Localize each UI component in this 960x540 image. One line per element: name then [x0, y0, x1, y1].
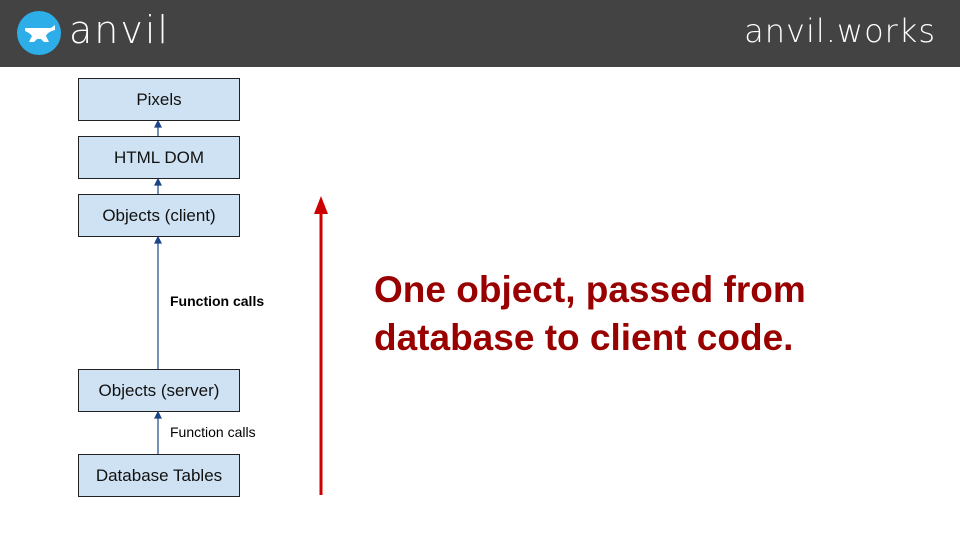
headline-line-2: database to client code.	[374, 317, 794, 358]
headline-line-1: One object, passed from	[374, 269, 806, 310]
box-html-dom: HTML DOM	[78, 136, 240, 179]
arrowhead	[154, 119, 162, 128]
label-function-calls-db: Function calls	[170, 424, 256, 440]
logo-text: anvil	[69, 8, 170, 52]
box-pixels: Pixels	[78, 78, 240, 121]
label-function-calls-client: Function calls	[170, 293, 265, 309]
header-bar: anvil anvil.works	[0, 0, 960, 67]
box-database-tables: Database Tables	[78, 454, 240, 497]
box-objects-client: Objects (client)	[78, 194, 240, 237]
red-arrowhead	[314, 196, 328, 214]
arrowhead	[154, 177, 162, 186]
arrowhead	[154, 410, 162, 419]
arrowhead	[154, 235, 162, 244]
anvil-logo-icon	[17, 11, 61, 55]
brand-url[interactable]: anvil.works	[744, 12, 936, 50]
headline: One object, passed from database to clie…	[374, 266, 806, 362]
box-objects-server: Objects (server)	[78, 369, 240, 412]
